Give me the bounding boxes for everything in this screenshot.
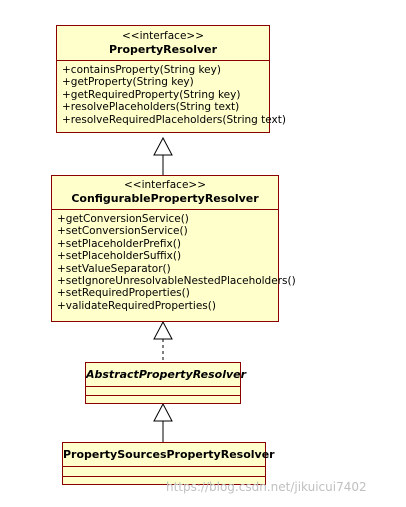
stereotype-label: <<interface>> xyxy=(121,30,205,42)
operations-section: +getConversionService() +setConversionSe… xyxy=(52,210,296,312)
class-header: PropertySourcesPropertyResolver xyxy=(63,443,275,467)
class-name: ConfigurablePropertyResolver xyxy=(71,192,259,205)
operation: +resolvePlaceholders(String text) xyxy=(62,101,240,114)
class-name: PropertyResolver xyxy=(108,43,218,56)
class-property-sources-property-resolver: PropertySourcesPropertyResolver xyxy=(62,442,275,485)
stereotype-label: <<interface>> xyxy=(123,179,207,191)
operation: +setConversionService() xyxy=(57,225,188,238)
class-name: AbstractPropertyResolver xyxy=(86,368,247,381)
class-abstract-property-resolver: AbstractPropertyResolver xyxy=(85,362,247,404)
attributes-section xyxy=(86,387,240,396)
operation: +resolveRequiredPlaceholders(String text… xyxy=(62,113,286,126)
generalization-arrow-1 xyxy=(153,136,173,156)
operation: +containsProperty(String key) xyxy=(62,64,221,76)
watermark-text: https://blog.csdn.net/jikuicui7402 xyxy=(166,480,367,494)
operation: +setPlaceholderPrefix() xyxy=(57,237,181,250)
class-name: PropertySourcesPropertyResolver xyxy=(63,448,275,461)
generalization-arrow-2 xyxy=(153,402,173,422)
attributes-section xyxy=(63,467,265,477)
realization-arrow xyxy=(153,320,173,340)
class-header: AbstractPropertyResolver xyxy=(86,363,247,387)
operation: +setValueSeparator() xyxy=(57,262,171,275)
operation: +setPlaceholderSuffix() xyxy=(57,250,182,263)
operations-section xyxy=(86,396,240,404)
class-header: <<interface>> ConfigurablePropertyResolv… xyxy=(52,176,278,210)
operation: +setIgnoreUnresolvableNestedPlaceholders… xyxy=(57,275,296,288)
operation: +validateRequiredProperties() xyxy=(57,299,216,312)
operations-section: +containsProperty(String key) +getProper… xyxy=(57,61,286,126)
class-property-resolver: <<interface>> PropertyResolver +contains… xyxy=(56,25,286,133)
class-configurable-property-resolver: <<interface>> ConfigurablePropertyResolv… xyxy=(51,175,296,322)
operation: +setRequiredProperties() xyxy=(57,287,190,300)
operation: +getConversionService() xyxy=(57,213,189,225)
operation: +getProperty(String key) xyxy=(62,76,194,89)
class-header: <<interface>> PropertyResolver xyxy=(57,26,269,61)
operation: +getRequiredProperty(String key) xyxy=(62,88,241,101)
